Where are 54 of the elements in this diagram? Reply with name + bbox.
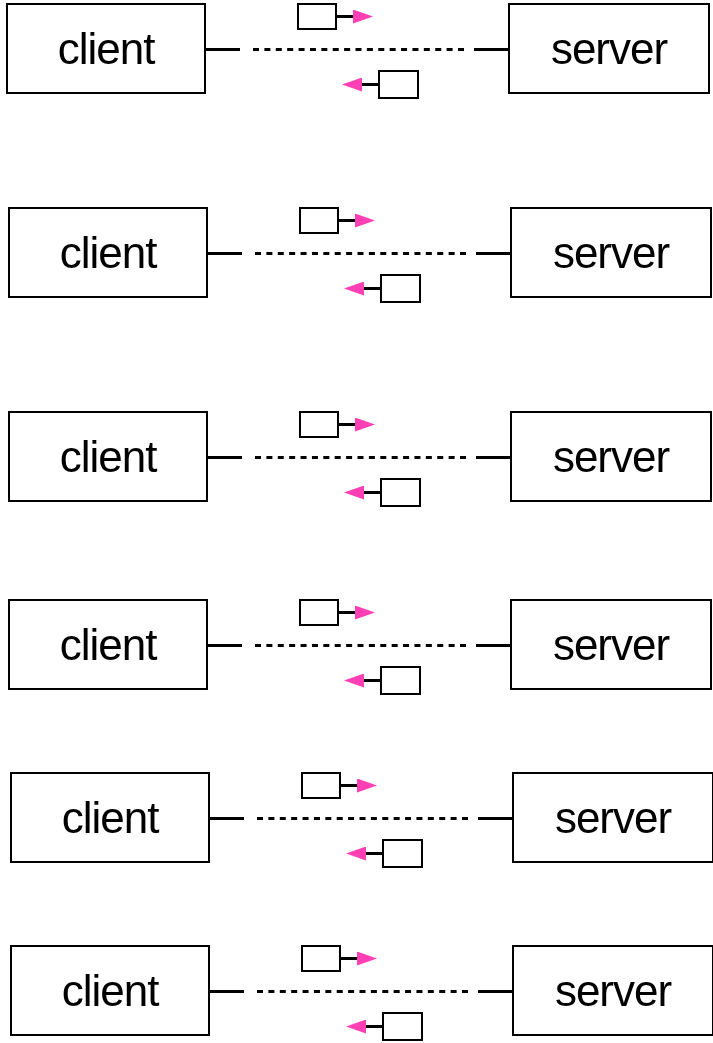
process-box [512, 945, 713, 1036]
box-label: server [552, 619, 670, 670]
process-box [10, 945, 210, 1036]
box-label: server [552, 227, 670, 278]
packet-box [301, 772, 341, 799]
dashed-connector [210, 990, 512, 993]
arrow [339, 213, 375, 228]
process-box [510, 207, 712, 298]
arrow [344, 673, 380, 688]
box-label: client [61, 965, 159, 1016]
box-label: server [554, 792, 672, 843]
packet-box [297, 3, 337, 30]
arrow [346, 1019, 382, 1034]
packet-box [380, 666, 421, 695]
box-label: client [59, 431, 157, 482]
packet-box [301, 945, 341, 972]
packet-box [378, 70, 419, 99]
box-label: server [552, 431, 670, 482]
dashed-connector [206, 48, 508, 51]
arrow [339, 605, 375, 620]
process-box [8, 207, 208, 298]
arrow [344, 485, 380, 500]
process-box [8, 599, 208, 690]
packet-box [299, 599, 339, 626]
process-box [10, 772, 210, 863]
packet-box [299, 207, 339, 234]
arrow [342, 77, 378, 92]
box-label: server [550, 23, 668, 74]
packet-box [380, 478, 421, 507]
process-box [510, 599, 712, 690]
packet-box [380, 274, 421, 303]
arrow [344, 281, 380, 296]
process-box [6, 3, 206, 94]
box-label: client [61, 792, 159, 843]
box-label: client [57, 23, 155, 74]
process-box [8, 411, 208, 502]
packet-box [382, 839, 423, 868]
box-label: client [59, 227, 157, 278]
dashed-connector [210, 817, 512, 820]
box-label: client [59, 619, 157, 670]
arrow [346, 846, 382, 861]
process-box [510, 411, 712, 502]
packet-box [382, 1012, 423, 1041]
dashed-connector [208, 644, 510, 647]
process-box [508, 3, 710, 94]
arrow [339, 417, 375, 432]
packet-box [299, 411, 339, 438]
dashed-connector [208, 456, 510, 459]
arrow [341, 778, 377, 793]
arrow [341, 951, 377, 966]
box-label: server [554, 965, 672, 1016]
dashed-connector [208, 252, 510, 255]
arrow [337, 9, 373, 24]
process-box [512, 772, 713, 863]
